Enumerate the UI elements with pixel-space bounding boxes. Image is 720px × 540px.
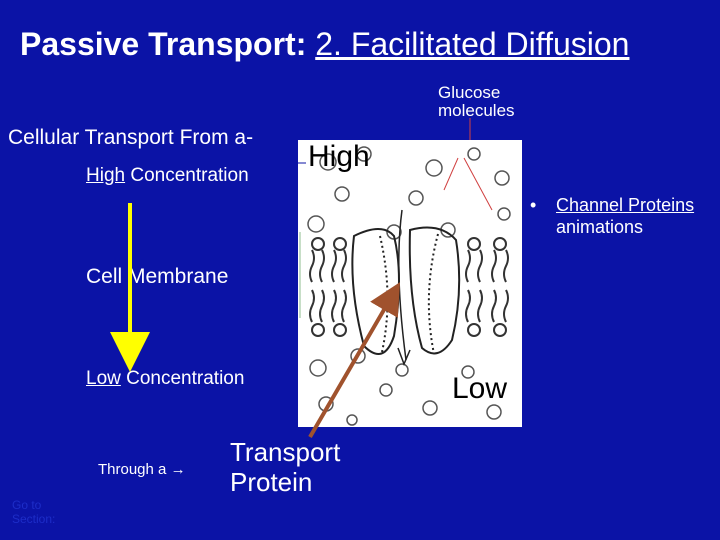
bullet-list-item: • Channel Proteins animations (530, 194, 720, 238)
low-conc-rest: Concentration (120, 368, 245, 389)
low-concentration-label: Low Concentration (86, 368, 244, 390)
low-word: Low (86, 368, 121, 389)
transport-protein-label: Transport Protein (230, 437, 341, 497)
right-arrow-icon: → (170, 461, 186, 478)
slide-title: Passive Transport: 2. Facilitated Diffus… (20, 26, 629, 63)
membrane-figure (298, 140, 522, 427)
high-diagram-label: High (308, 140, 370, 173)
title-link[interactable]: 2. Facilitated Diffusion (315, 26, 630, 62)
high-concentration-label: High Concentration (86, 165, 249, 187)
glucose-label: Glucose molecules (438, 83, 515, 120)
transport-from-text: Cellular Transport From a- (8, 126, 254, 149)
high-word: High (86, 165, 126, 186)
cell-membrane-label: Cell Membrane (86, 265, 229, 288)
transport-pointer-arrow (308, 282, 401, 439)
high-conc-rest: Concentration (125, 165, 249, 186)
through-text: Through a (98, 461, 167, 478)
go-to-section-link[interactable]: Go to Section: (12, 498, 56, 526)
low-diagram-label: Low (452, 372, 508, 405)
through-a-label: Through a → (98, 461, 186, 478)
animations-text: animations (556, 217, 644, 237)
channel-proteins-link[interactable]: Channel Proteins (556, 195, 695, 215)
channel-protein-diagram (298, 140, 522, 427)
title-main: Passive Transport: (20, 26, 307, 62)
bullet-icon: • (530, 195, 537, 215)
